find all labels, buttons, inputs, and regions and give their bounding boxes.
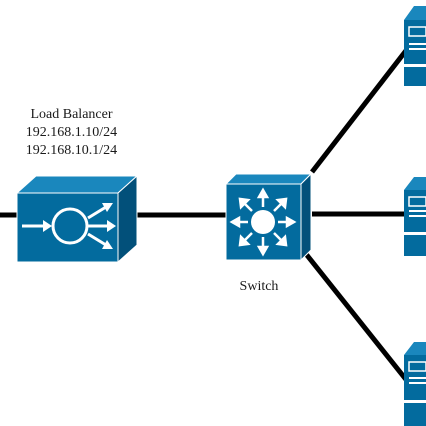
- server-icon-top: [404, 6, 426, 86]
- load-balancer-name: Load Balancer: [30, 107, 113, 122]
- layer3-switch-icon: [224, 172, 313, 262]
- load-balancer-ip-2: 192.168.10.1/24: [25, 143, 118, 158]
- link-switch-to-server-bottom: [304, 252, 410, 384]
- server-icon-bottom: [404, 342, 426, 426]
- load-balancer-icon: [15, 174, 139, 264]
- links: [0, 46, 410, 384]
- server-icon-middle: [404, 177, 426, 256]
- load-balancer-label: Load Balancer 192.168.1.10/24 192.168.10…: [0, 106, 143, 160]
- switch-label: Switch: [239, 279, 279, 294]
- load-balancer-ip-1: 192.168.1.10/24: [25, 125, 118, 140]
- link-switch-to-server-top: [310, 46, 410, 174]
